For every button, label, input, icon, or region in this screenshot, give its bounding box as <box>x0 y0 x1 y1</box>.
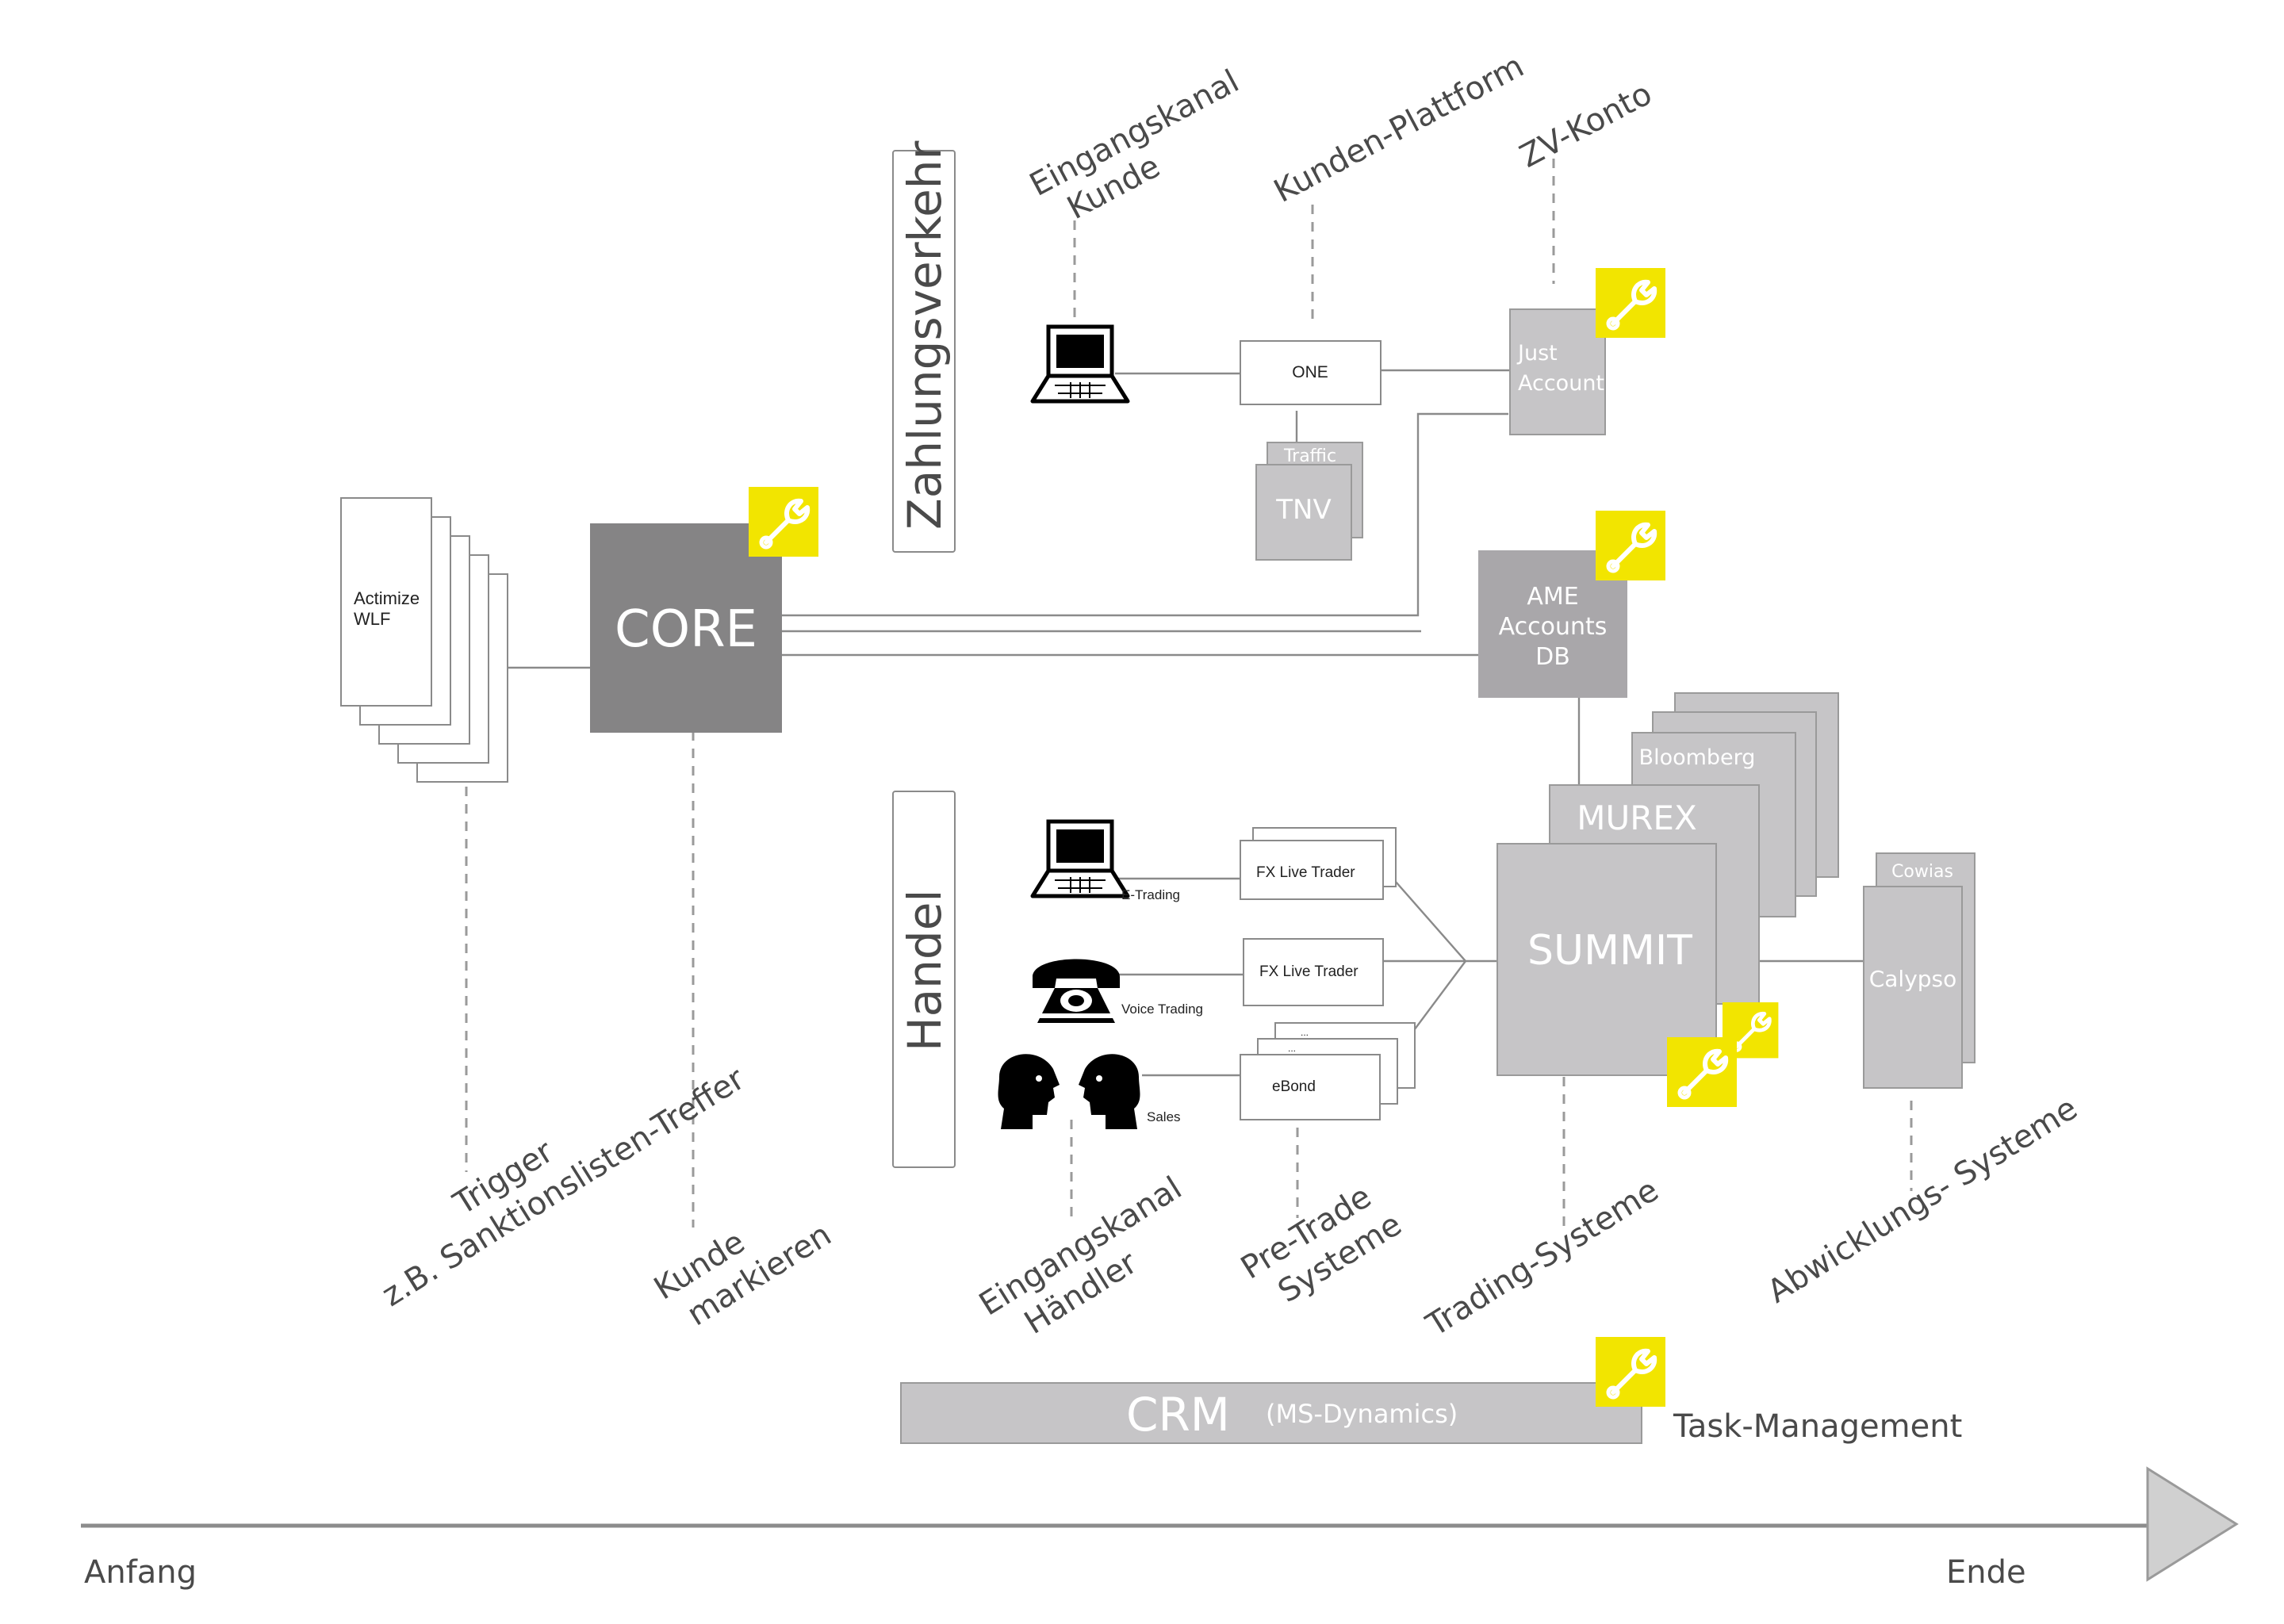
laptop-icon <box>1033 822 1128 896</box>
bloomberg-label: Bloomberg <box>1639 745 1756 770</box>
pre-trade-label: Pre-Trade Systeme <box>1235 1178 1408 1310</box>
actimize-stack[interactable]: Actimize WLF <box>340 497 508 783</box>
fx-live-trader-1-label: FX Live Trader <box>1256 864 1355 881</box>
calypso-label: Calypso <box>1869 966 1957 992</box>
ebond-stack-dots-2: ... <box>1288 1043 1296 1054</box>
one-label: ONE <box>1292 363 1328 381</box>
tnv-label: TNV <box>1275 494 1331 526</box>
kunde-markieren-label: Kunde markieren <box>648 1216 837 1333</box>
ame-label-3: DB <box>1535 643 1570 671</box>
kunden-plattform-label: Kunden-Plattform <box>1268 48 1530 210</box>
arrow-icon <box>2146 1466 2239 1582</box>
laptop-icon <box>1033 327 1128 401</box>
crm-label: CRM <box>1126 1388 1230 1442</box>
one-box[interactable]: ONE <box>1240 340 1382 405</box>
timeline-start-label: Anfang <box>84 1554 197 1591</box>
handel-label: Handel <box>898 889 952 1051</box>
zv-konto-label: ZV-Konto <box>1514 75 1657 175</box>
task-management-label: Task-Management <box>1673 1408 1962 1445</box>
fx-live-trader-2-label: FX Live Trader <box>1259 963 1359 980</box>
crm-sub-label: (MS-Dynamics) <box>1266 1399 1458 1429</box>
wrench-icon <box>1596 1337 1665 1407</box>
actimize-label-2: WLF <box>354 609 390 629</box>
core-box[interactable]: CORE <box>590 523 782 733</box>
ebond-stack-dots: ... <box>1301 1027 1309 1038</box>
connections <box>495 369 1864 1077</box>
two-heads-icon <box>998 1054 1140 1129</box>
trading-systems-stack[interactable]: Bloomberg MUREX SUMMIT <box>1496 692 1839 1076</box>
wrench-icon <box>1667 1037 1737 1107</box>
sales-label: Sales <box>1147 1109 1181 1124</box>
ame-label: AME <box>1527 583 1578 611</box>
ame-label-2: Accounts <box>1499 613 1608 641</box>
ebond-stack[interactable]: ... ... eBond <box>1240 1022 1416 1120</box>
just-account-label-2: Account <box>1518 371 1604 396</box>
handel-bar: Handel <box>892 791 956 1168</box>
eingangskanal-kunde-label: Eingangskanal Kunde <box>1024 63 1245 228</box>
dashed-guides <box>465 159 1913 1228</box>
murex-label: MUREX <box>1577 799 1696 837</box>
wrench-icon <box>1596 511 1665 580</box>
abwicklungs-systeme-label: Abwicklungs- Systeme <box>1761 1090 2084 1311</box>
e-trading-label: E-Trading <box>1121 887 1180 902</box>
zahlungsverkehr-label: Zahlungsverkehr <box>898 140 952 530</box>
settlement-stack[interactable]: Cowias Calypso <box>1863 852 1976 1089</box>
traffic-label: Traffic <box>1283 446 1336 466</box>
telephone-icon <box>1033 959 1120 1023</box>
crm-bar[interactable]: CRM (MS-Dynamics) <box>900 1382 1642 1444</box>
fx-live-trader-1-box[interactable]: FX Live Trader <box>1240 827 1397 900</box>
ebond-label: eBond <box>1272 1078 1316 1095</box>
fx-live-trader-2-box[interactable]: FX Live Trader <box>1243 938 1384 1006</box>
timeline-end-label: Ende <box>1946 1554 2026 1591</box>
just-account-label: Just <box>1516 341 1558 366</box>
just-account-box[interactable]: Just Account <box>1509 308 1606 435</box>
core-label: CORE <box>615 600 757 659</box>
wrench-icon <box>749 487 818 557</box>
timeline: Anfang Ende <box>81 1466 2239 1591</box>
cowias-label: Cowias <box>1891 862 1953 882</box>
actimize-label: Actimize <box>354 588 420 608</box>
tnv-stack[interactable]: Traffic TNV <box>1255 442 1363 561</box>
trading-systeme-label: Trading-Systeme <box>1420 1172 1665 1344</box>
eingangskanal-haendler-label: Eingangskanal Händler <box>973 1170 1188 1342</box>
summit-label: SUMMIT <box>1527 927 1692 975</box>
zahlungsverkehr-bar: Zahlungsverkehr <box>892 140 956 553</box>
voice-trading-label: Voice Trading <box>1121 1002 1203 1017</box>
wrench-icon <box>1596 268 1665 338</box>
